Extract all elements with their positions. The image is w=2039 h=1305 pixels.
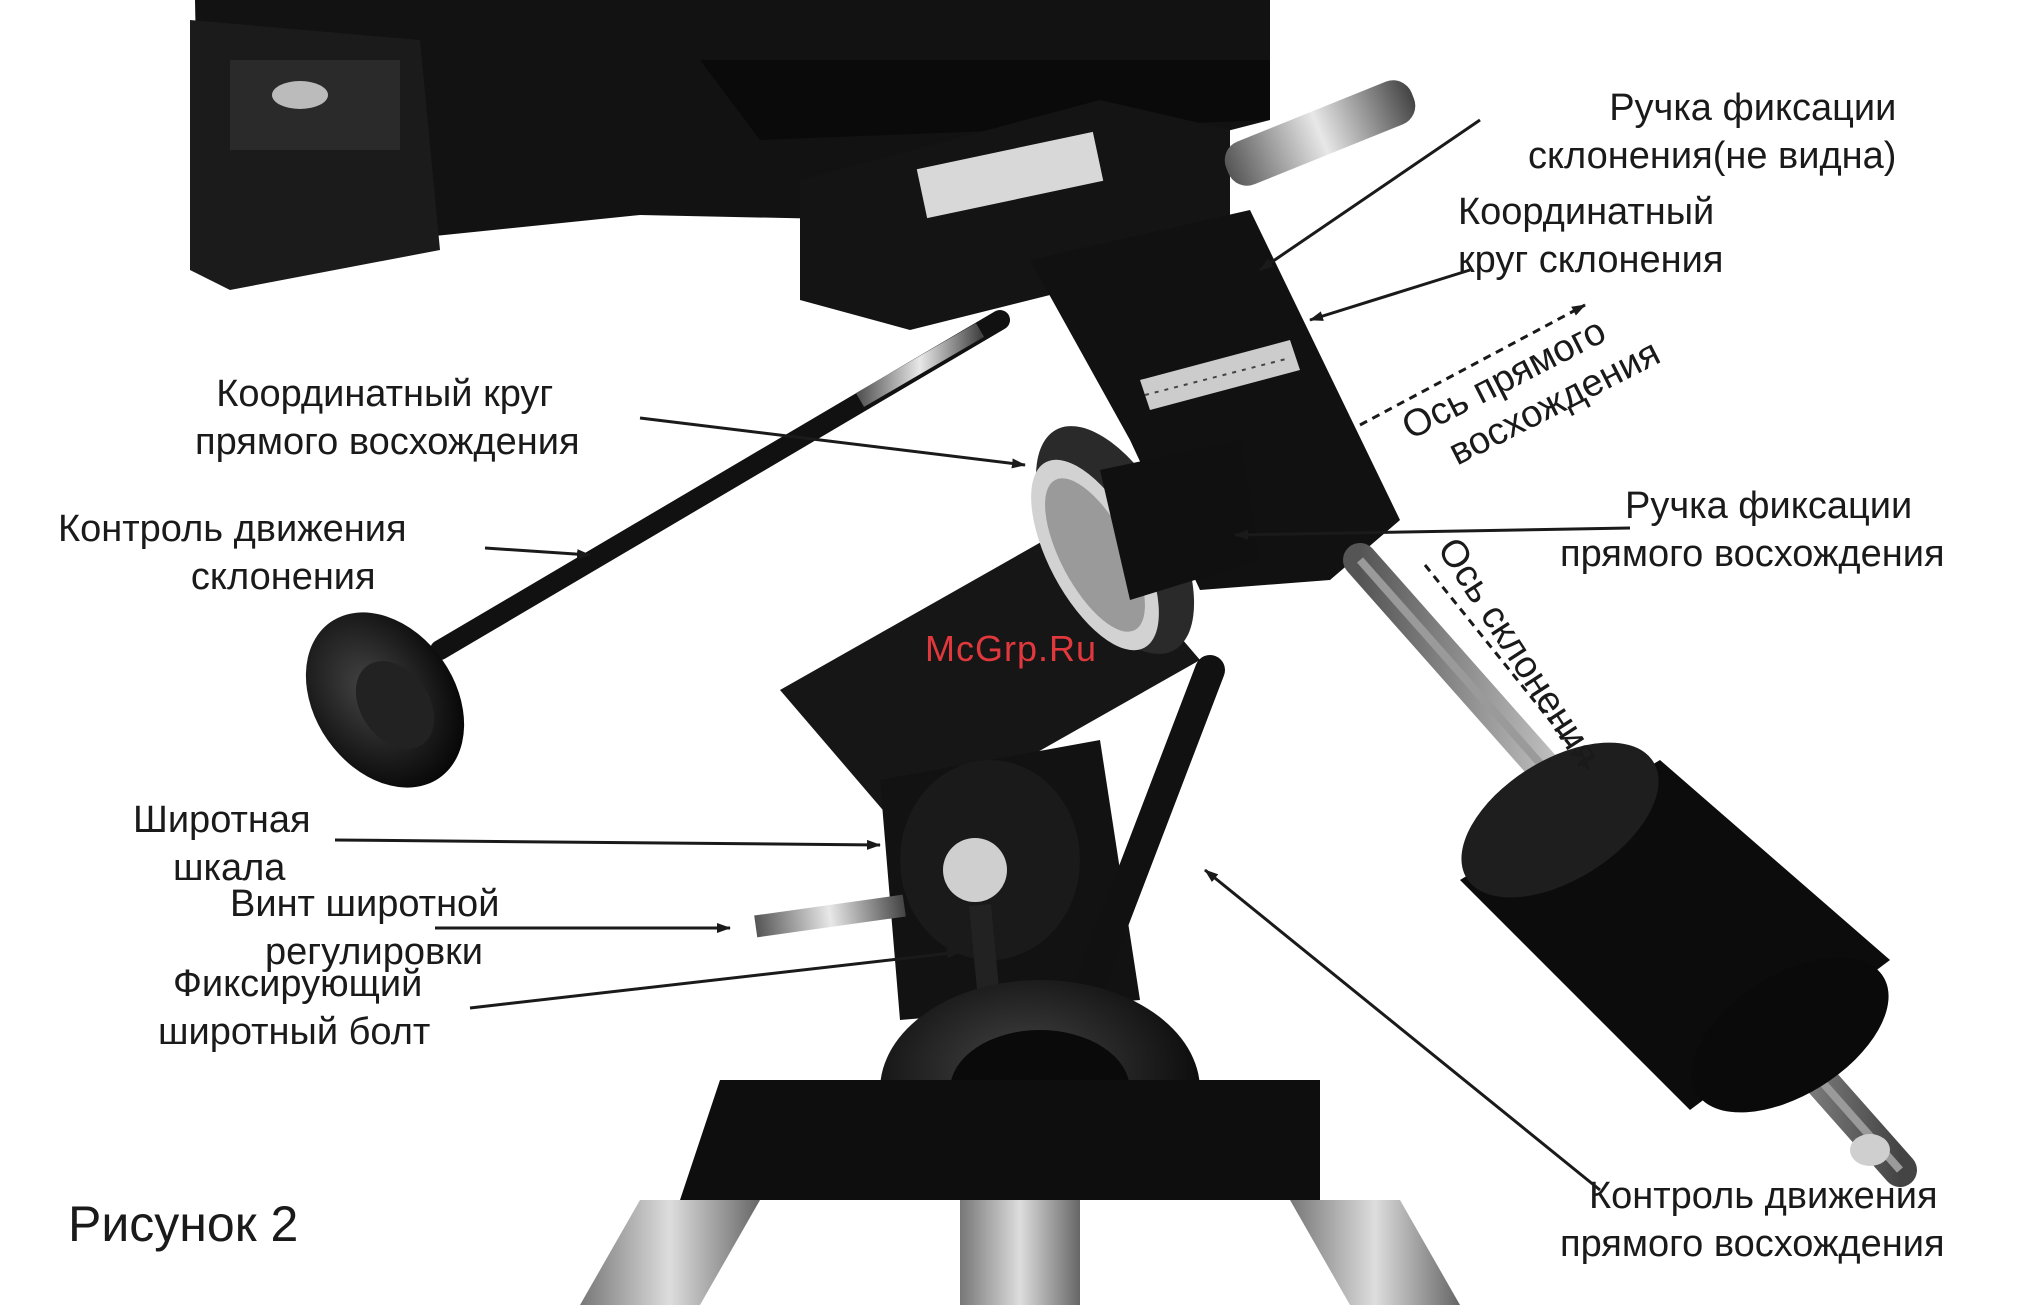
label-latitude-screw-line2: регулировки: [265, 931, 483, 973]
tripod: [580, 1080, 1460, 1305]
leader-lines: [334, 118, 1631, 1192]
label-dec-lock-line2: склонения(не видна): [1528, 135, 1897, 177]
label-latitude-screw-line1: Винт широтной: [230, 883, 500, 925]
leader-latitude-bolt: [469, 948, 961, 1010]
label-dec-circle-line2: круг склонения: [1458, 239, 1724, 281]
dec-rod-coupling: [855, 323, 985, 407]
dec-axis-arrow: [1423, 564, 1592, 771]
label-ra-lock-line1: Ручка фиксации: [1625, 485, 1913, 527]
telescope-tube: [190, 0, 1270, 290]
label-latitude-scale: Широтная шкала: [133, 796, 311, 892]
label-dec-circle: Координатный круг склонения: [1458, 188, 1723, 284]
dec-control-knob: [305, 612, 465, 788]
label-ra-circle-line1: Координатный круг: [216, 373, 554, 415]
label-dec-circle-line1: Координатный: [1458, 191, 1715, 233]
label-ra-circle: Координатный круг прямого восхождения: [190, 370, 580, 466]
ra-control-rod: [1065, 655, 1225, 1025]
label-ra-control-line1: Контроль движения: [1588, 1175, 1938, 1217]
dec-housing: [1030, 210, 1400, 590]
label-latitude-bolt-line2: широтный болт: [158, 1011, 431, 1053]
label-dec-control-line1: Контроль движения: [58, 508, 407, 550]
label-latitude-screw: Винт широтной регулировки: [230, 880, 499, 976]
label-latitude-bolt: Фиксирующий широтный болт: [158, 960, 430, 1056]
label-dec-control-line2: склонения: [190, 556, 376, 598]
leader-dec-lock: [1259, 118, 1481, 272]
label-dec-lock: Ручка фиксации склонения(не видна): [1468, 84, 1896, 180]
leader-dec-control: [484, 546, 591, 560]
label-ra-circle-line2: прямого восхождения: [195, 421, 580, 463]
counterweight: [1460, 742, 1890, 1113]
ra-housing: [780, 426, 1260, 830]
dec-lock-rod: [1224, 80, 1416, 186]
latitude-bolt-cap: [943, 838, 1007, 902]
leader-dec-circle: [1309, 268, 1471, 322]
label-dec-lock-line1: Ручка фиксации: [1609, 87, 1897, 129]
label-ra-control: Контроль движения прямого восхождения: [1560, 1172, 1945, 1268]
label-dec-control: Контроль движения склонения: [58, 505, 407, 601]
label-latitude-bolt-line1: Фиксирующий: [173, 963, 423, 1005]
leader-ra-circle: [639, 416, 1026, 469]
label-ra-lock-line2: прямого восхождения: [1560, 533, 1945, 575]
leader-ra-control: [1204, 868, 1601, 1192]
label-ra-lock: Ручка фиксации прямого восхождения: [1560, 482, 1945, 578]
leader-latitude-scale: [334, 838, 881, 850]
figure-caption: Рисунок 2: [68, 1196, 299, 1252]
ra-axis-arrow: [1359, 303, 1586, 427]
watermark: McGrp.Ru: [925, 628, 1098, 669]
label-latitude-scale-line1: Широтная: [133, 799, 311, 841]
shaft-end-cap: [1850, 1134, 1890, 1166]
latitude-screw: [754, 894, 906, 938]
leader-ra-lock: [1234, 526, 1631, 540]
latitude-head: [880, 740, 1140, 1020]
label-latitude-scale-line2: шкала: [173, 847, 286, 889]
label-ra-control-line2: прямого восхождения: [1560, 1223, 1945, 1265]
